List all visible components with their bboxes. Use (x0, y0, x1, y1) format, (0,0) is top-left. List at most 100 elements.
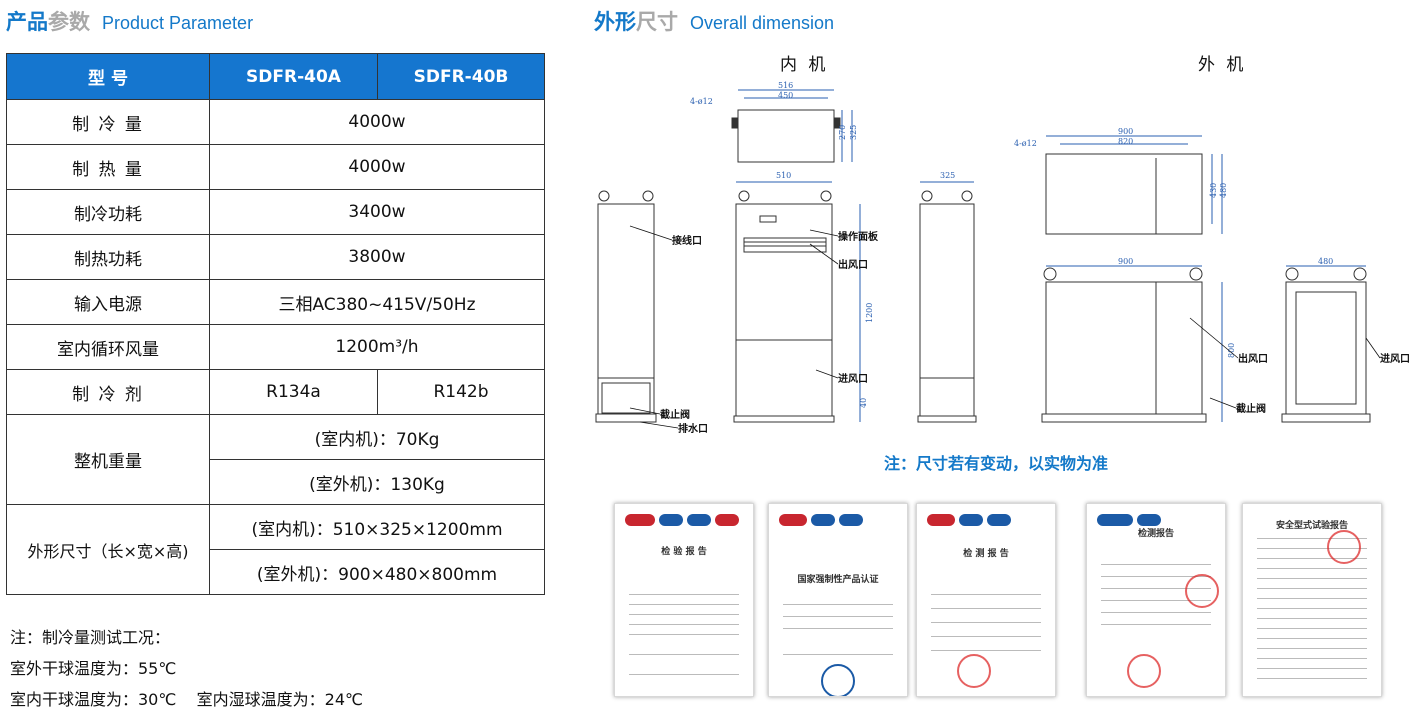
callout-valve: 截止阀 (660, 408, 690, 421)
callout-wiring: 接线口 (672, 234, 702, 247)
dim-out-top-w1: 900 (1118, 127, 1133, 136)
logo-icon (659, 514, 683, 526)
certificate-1: 检 验 报 告 (614, 503, 754, 697)
callout-panel: 操作面板 (838, 230, 879, 243)
callout-inlet: 进风口 (838, 372, 868, 385)
table-row: (室外机)：900×480×800mm (7, 549, 545, 595)
logo-icon (839, 514, 863, 526)
cert-logos (779, 514, 897, 526)
dim-out-side-w: 480 (1318, 257, 1333, 266)
row-value: 3800w (209, 234, 545, 280)
row-value-indoor: (室内机)：70Kg (209, 414, 545, 460)
indoor-side-view-right (917, 181, 977, 423)
row-value-b: R142b (377, 369, 545, 415)
certificate-2: 国家强制性产品认证 (768, 503, 908, 697)
indoor-top-view (731, 89, 853, 163)
indoor-side-view-left (595, 190, 657, 423)
outdoor-top-view (1045, 135, 1223, 235)
table-row: 制冷功耗 3400w (6, 189, 545, 235)
row-value: 1200m³/h (209, 324, 545, 370)
table-row: 整机重量 (室内机)：70Kg (6, 414, 545, 505)
row-label: 制 热 量 (6, 144, 210, 190)
dim-out-top-w2: 820 (1118, 137, 1133, 146)
dimension-drawing: 516 450 270 325 4-ø12 510 1200 40 325 (595, 81, 1410, 435)
dim-title-cn-blue: 外形 (594, 10, 636, 34)
note-line: 室内干球温度为：30℃ 室内湿球温度为：24℃ (10, 690, 364, 709)
cert-title: 检 测 报 告 (963, 549, 1009, 559)
cert-logos (1097, 514, 1215, 526)
cert-title: 检 验 报 告 (661, 547, 707, 557)
header-model: 型 号 (6, 53, 210, 100)
callout-out-valve: 截止阀 (1236, 402, 1266, 415)
logo-icon (1137, 514, 1161, 526)
row-value-a: R134a (209, 369, 378, 415)
table-header-row: 型 号 SDFR-40A SDFR-40B (6, 53, 545, 100)
cert-title: 国家强制性产品认证 (797, 575, 879, 585)
row-label: 输入电源 (6, 279, 210, 325)
row-value-indoor: (室内机)：510×325×1200mm (209, 504, 545, 550)
table-row: 制热功耗 3800w (6, 234, 545, 280)
table-row: 制 热 量 4000w (6, 144, 545, 190)
row-label: 制 冷 量 (6, 99, 210, 145)
cert-logos (927, 514, 1045, 526)
table-row: (室外机)：130Kg (7, 459, 545, 505)
logo-icon (927, 514, 955, 526)
logo-icon (687, 514, 711, 526)
row-label: 制冷功耗 (6, 189, 210, 235)
dim-in-base: 40 (859, 398, 868, 408)
stamp-icon (1185, 574, 1219, 608)
stamp-icon (1327, 530, 1361, 564)
dim-in-top-w2: 450 (778, 91, 793, 100)
logo-icon (987, 514, 1011, 526)
dim-out-top-h2: 480 (1219, 183, 1228, 198)
row-value-outdoor: (室外机)：130Kg (209, 459, 545, 505)
row-label: 整机重量 (6, 414, 210, 505)
note-line: 注：制冷量测试工况： (10, 628, 171, 647)
table-row: 室内循环风量 1200m³/h (6, 324, 545, 370)
dim-out-top-h1: 430 (1209, 183, 1218, 198)
ccc-logo-icon (821, 664, 855, 696)
dim-title-en: Overall dimension (690, 13, 835, 33)
dim-out-front-w: 900 (1118, 257, 1133, 266)
certificate-4: 检测报告 (1086, 503, 1226, 697)
table-row: 制 冷 量 4000w (6, 99, 545, 145)
stamp-icon (1127, 654, 1161, 688)
certificate-5: 安全型式试验报告 (1242, 503, 1382, 697)
stamp-icon (957, 654, 991, 688)
certificate-3: 检 测 报 告 (916, 503, 1056, 697)
cert-title: 检测报告 (1137, 529, 1174, 539)
dim-out-hole: 4-ø12 (1014, 139, 1037, 148)
cert-title: 安全型式试验报告 (1275, 521, 1348, 531)
row-value: 三相AC380~415V/50Hz (209, 279, 545, 325)
table-row: 制 冷 剂 R134a R142b (6, 369, 545, 415)
outdoor-side-view (1281, 265, 1371, 423)
dim-in-front-w: 510 (776, 171, 791, 180)
table-row: 输入电源 三相AC380~415V/50Hz (6, 279, 545, 325)
title-en: Product Parameter (102, 13, 254, 33)
cert-logos (625, 514, 743, 526)
indoor-front-view (733, 181, 861, 423)
logo-icon (1097, 514, 1133, 526)
spec-table: 型 号 SDFR-40A SDFR-40B 制 冷 量 4000w 制 热 量 … (6, 53, 545, 595)
callout-out-inlet: 进风口 (1380, 352, 1410, 365)
row-label: 制 冷 剂 (6, 369, 210, 415)
row-value-outdoor: (室外机)：900×480×800mm (209, 549, 545, 595)
overall-dimension-title: 外形 尺寸 Overall dimension (594, 6, 834, 36)
dim-in-hole: 4-ø12 (690, 97, 713, 106)
callout-out-outlet: 出风口 (1238, 352, 1268, 365)
logo-icon (811, 514, 835, 526)
dim-in-side-w: 325 (940, 171, 955, 180)
dim-in-top-w1: 516 (778, 81, 793, 90)
logo-icon (779, 514, 807, 526)
dim-title-cn-gray: 尺寸 (636, 10, 678, 34)
outdoor-front-view (1041, 265, 1223, 423)
callout-drain: 排水口 (678, 422, 708, 435)
header-model-a: SDFR-40A (209, 53, 378, 100)
dim-in-height: 1200 (865, 303, 874, 323)
outdoor-unit-label: 外 机 (1198, 55, 1247, 75)
row-label: 室内循环风量 (6, 324, 210, 370)
indoor-unit-label: 内 机 (780, 55, 829, 75)
dim-in-top-h2: 325 (849, 125, 858, 140)
logo-icon (715, 514, 739, 526)
title-cn-blue: 产品 (6, 10, 48, 34)
